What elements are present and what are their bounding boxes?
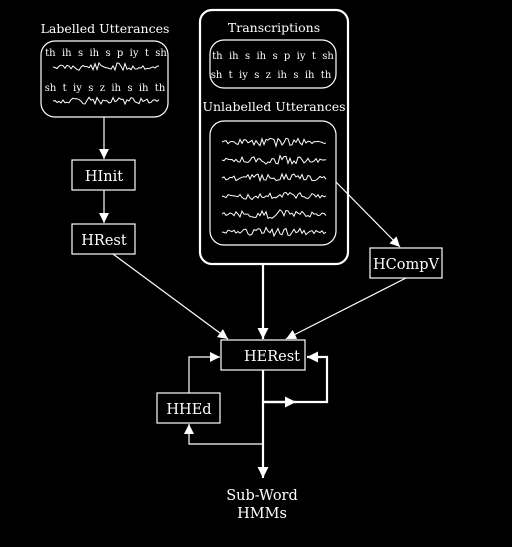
transcriptions-line-2: sh t iy s z ih s ih th <box>211 70 332 81</box>
labelled-utterances-group: Labelled Utterances th ih s ih s p iy t … <box>40 21 170 118</box>
data-outer-panel <box>198 8 350 266</box>
unlabelled-waveform-5 <box>221 209 327 219</box>
hhed-label: HHEd <box>166 402 211 418</box>
unlabelled-waveform-2 <box>221 154 327 165</box>
arrow-unlabelled-to-hcompv <box>335 181 401 248</box>
herest-label: HERest <box>244 349 300 365</box>
labelled-utterances-title: Labelled Utterances <box>41 21 170 36</box>
unlabelled-utterances-panel <box>209 120 337 246</box>
unlabelled-waveform-6 <box>221 226 327 238</box>
output-line-2: HMMs <box>237 506 287 522</box>
labelled-waveform-1 <box>52 61 160 72</box>
herest-feedback-loop <box>261 351 329 404</box>
output-line-1: Sub-Word <box>226 488 298 504</box>
labelled-waveform-2 <box>52 96 160 106</box>
unlabelled-utterances-title: Unlabelled Utterances <box>202 99 345 114</box>
hrest-box <box>71 223 136 255</box>
unlabelled-waveforms <box>221 137 327 238</box>
transcriptions-line-1: th ih s ih s p iy t sh <box>212 51 334 62</box>
arrow-hcompv-to-herest <box>285 277 407 340</box>
unlabelled-waveform-4 <box>221 191 327 201</box>
unlabelled-waveform-3 <box>221 172 327 183</box>
labelled-line-1: th ih s ih s p iy t sh <box>45 48 167 59</box>
connectors <box>99 117 407 478</box>
transcriptions-panel <box>209 39 337 89</box>
transcriptions-title: Transcriptions <box>228 20 320 35</box>
arrow-hrest-to-herest <box>112 253 229 340</box>
labelled-line-2: sh t iy s z ih s ih th <box>45 83 166 94</box>
hhed-loop-out <box>188 352 220 393</box>
hcompv-label: HCompV <box>373 257 440 273</box>
unlabelled-waveform-1 <box>221 137 327 149</box>
hrest-label: HRest <box>81 233 127 249</box>
transcriptions-unlabelled-group: Transcriptions th ih s ih s p iy t sh sh… <box>198 8 350 266</box>
hhed-loop-in <box>184 424 263 445</box>
hinit-label: HInit <box>85 169 123 185</box>
